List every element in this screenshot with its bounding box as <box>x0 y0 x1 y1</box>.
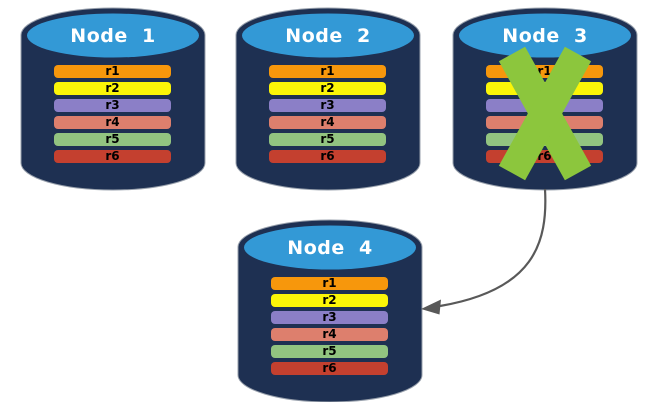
row-r4: r4 <box>271 328 388 341</box>
row-r2: r2 <box>269 82 386 95</box>
row-r3: r3 <box>54 99 171 112</box>
row-r6: r6 <box>271 362 388 375</box>
row-stack: r1 r2 r3 r4 r5 r6 <box>486 65 603 167</box>
row-r5: r5 <box>486 133 603 146</box>
node-title: Node 1 <box>70 25 156 47</box>
row-r1: r1 <box>271 277 388 290</box>
row-r3: r3 <box>271 311 388 324</box>
node-2: Node 2 r1 r2 r3 r4 r5 r6 <box>235 7 421 191</box>
row-stack: r1 r2 r3 r4 r5 r6 <box>54 65 171 167</box>
row-r5: r5 <box>269 133 386 146</box>
row-r3: r3 <box>486 99 603 112</box>
row-r1: r1 <box>269 65 386 78</box>
row-r6: r6 <box>269 150 386 163</box>
row-stack: r1 r2 r3 r4 r5 r6 <box>269 65 386 167</box>
row-r2: r2 <box>486 82 603 95</box>
node-title: Node 2 <box>285 25 371 47</box>
row-r1: r1 <box>54 65 171 78</box>
failover-arrow <box>421 188 547 315</box>
row-r3: r3 <box>269 99 386 112</box>
row-stack: r1 r2 r3 r4 r5 r6 <box>271 277 388 379</box>
row-r4: r4 <box>269 116 386 129</box>
row-r1: r1 <box>486 65 603 78</box>
row-r6: r6 <box>54 150 171 163</box>
row-r4: r4 <box>486 116 603 129</box>
node-3: Node 3 r1 r2 r3 r4 r5 r6 <box>452 7 638 191</box>
row-r5: r5 <box>54 133 171 146</box>
row-r2: r2 <box>54 82 171 95</box>
node-1: Node 1 r1 r2 r3 r4 r5 r6 <box>20 7 206 191</box>
row-r4: r4 <box>54 116 171 129</box>
node-title: Node 3 <box>502 25 588 47</box>
node-4: Node 4 r1 r2 r3 r4 r5 r6 <box>237 219 423 402</box>
row-r6: r6 <box>486 150 603 163</box>
row-r2: r2 <box>271 294 388 307</box>
node-title: Node 4 <box>287 237 373 259</box>
row-r5: r5 <box>271 345 388 358</box>
